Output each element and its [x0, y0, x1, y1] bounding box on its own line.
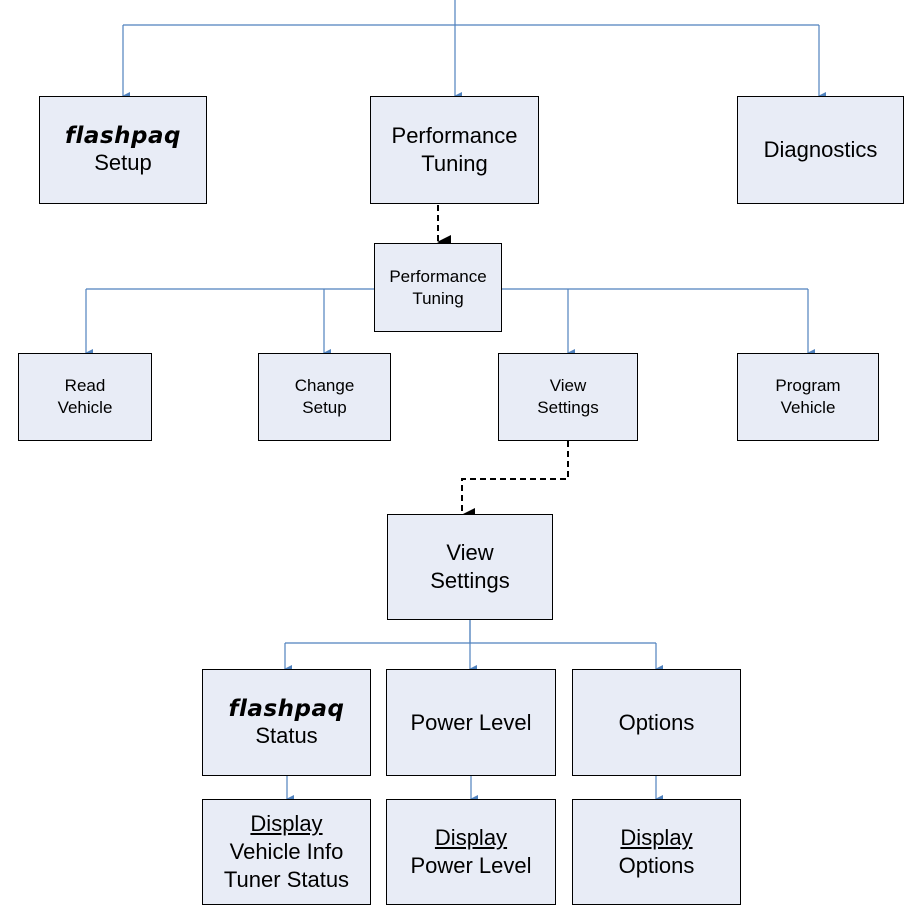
top-bus-line — [123, 0, 819, 26]
diagnostics-box[interactable]: Diagnostics — [737, 96, 904, 204]
flashpaq-status-box[interactable]: flashpaq Status — [202, 669, 371, 776]
power-level-box[interactable]: Power Level — [386, 669, 556, 776]
power-display-line1: Power Level — [410, 853, 532, 878]
status-display-box: Display Vehicle Info Tuner Status — [202, 799, 371, 905]
view-settings-menu-item-box[interactable]: View Settings — [498, 353, 638, 441]
flashpaq-logo-text: flashpaq — [228, 695, 345, 722]
power-level-label: Power Level — [410, 709, 532, 735]
flashpaq-setup-box[interactable]: flashpaq Setup — [39, 96, 207, 204]
power-display-heading: Display — [434, 825, 508, 850]
status-display-line1: Vehicle Info — [229, 839, 344, 864]
view-settings-header-line2: Settings — [430, 568, 510, 593]
view-settings-header-line1: View — [446, 540, 494, 565]
flashpaq-logo-text: flashpaq — [65, 123, 181, 149]
change-setup-box[interactable]: Change Setup — [258, 353, 391, 441]
program-vehicle-line2: Vehicle — [780, 398, 836, 417]
read-vehicle-line2: Vehicle — [57, 398, 113, 417]
options-label: Options — [618, 709, 695, 735]
change-setup-line2: Setup — [302, 398, 347, 417]
setup-label: Setup — [94, 150, 152, 175]
view-settings-header-box: View Settings — [387, 514, 553, 620]
options-display-line1: Options — [618, 853, 695, 878]
tuning-header-line1: Performance — [389, 266, 487, 286]
change-setup-line1: Change — [294, 376, 355, 395]
diagnostics-label: Diagnostics — [763, 137, 878, 162]
status-display-heading: Display — [250, 811, 323, 836]
options-box[interactable]: Options — [572, 669, 741, 776]
performance-tuning-line1: Performance — [391, 123, 518, 148]
program-vehicle-line1: Program — [775, 376, 841, 395]
performance-tuning-line2: Tuning — [421, 151, 488, 176]
tuning-header-line2: Tuning — [412, 288, 464, 308]
options-display-box: Display Options — [572, 799, 741, 905]
performance-tuning-box[interactable]: Performance Tuning — [370, 96, 539, 204]
read-vehicle-line1: Read — [64, 376, 106, 395]
status-display-line2: Tuner Status — [223, 867, 350, 892]
view-settings-item-line1: View — [549, 376, 587, 395]
view-settings-item-line2: Settings — [537, 398, 599, 417]
status-label: Status — [255, 722, 318, 748]
read-vehicle-box[interactable]: Read Vehicle — [18, 353, 152, 441]
tuning-menu-header-box: Performance Tuning — [374, 243, 502, 332]
dashed-arrow-to-view-settings-menu — [461, 441, 569, 522]
program-vehicle-box[interactable]: Program Vehicle — [737, 353, 879, 441]
power-level-display-box: Display Power Level — [386, 799, 556, 905]
options-display-heading: Display — [620, 825, 693, 850]
